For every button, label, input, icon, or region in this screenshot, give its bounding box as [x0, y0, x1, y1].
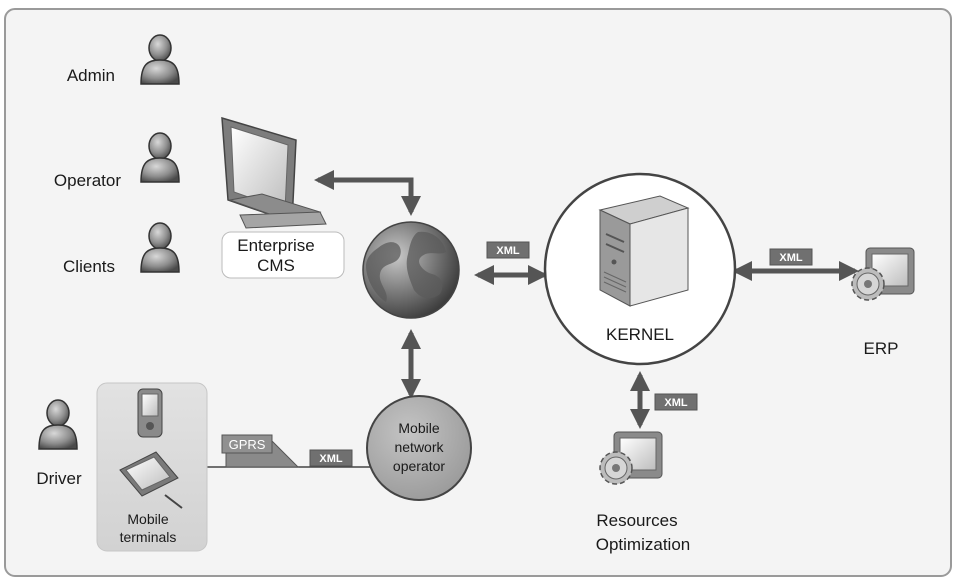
mobile-terminals-line2: terminals — [120, 529, 177, 545]
resources-label-line1: Resources — [596, 511, 677, 530]
svg-text:XML: XML — [664, 397, 688, 409]
operator-label: Operator — [54, 171, 121, 190]
kernel-label: KERNEL — [606, 325, 674, 344]
mobile-terminals-line1: Mobile — [127, 511, 168, 527]
erp-label: ERP — [864, 339, 899, 358]
resources-label-line2: Optimization — [596, 535, 690, 554]
mobile-operator-line3: operator — [393, 458, 445, 474]
cms-label-box — [221, 231, 345, 279]
pda-icon — [137, 388, 163, 438]
driver-label: Driver — [36, 469, 82, 488]
cms-label-line2: CMS — [257, 256, 295, 275]
gprs-tag: GPRS — [221, 434, 300, 468]
connectors — [314, 170, 859, 429]
xml-badge-kernel-erp: XML — [769, 248, 813, 266]
server-icon — [598, 195, 690, 307]
svg-text:XML: XML — [496, 245, 520, 257]
svg-text:XML: XML — [319, 453, 343, 465]
clients-label: Clients — [63, 257, 115, 276]
svg-text:GPRS: GPRS — [229, 437, 266, 452]
tablet-icon — [119, 451, 183, 509]
mobile-operator-node — [366, 395, 472, 501]
monitor-icon — [221, 116, 327, 229]
admin-label: Admin — [67, 66, 115, 85]
xml-badge-gprs-operator: XML — [309, 449, 353, 467]
connector-cms-internet — [314, 170, 421, 216]
xml-badge-internet-kernel: XML — [486, 241, 530, 259]
mobile-operator-line1: Mobile — [398, 420, 439, 436]
cms-label-line1: Enterprise — [237, 236, 314, 255]
mobile-operator-line2: network — [394, 439, 444, 455]
globe-icon — [362, 221, 460, 319]
svg-text:XML: XML — [779, 252, 803, 264]
xml-badge-kernel-resources: XML — [654, 393, 698, 411]
